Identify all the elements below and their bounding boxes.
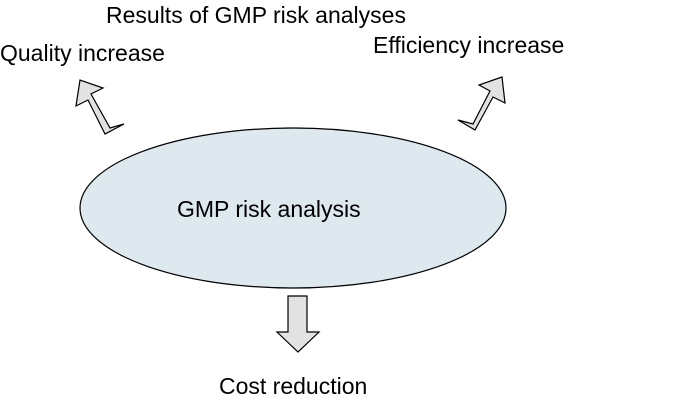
center-ellipse	[79, 127, 507, 289]
center-label: GMP risk analysis	[177, 196, 361, 222]
arrow-cost-icon	[275, 295, 321, 353]
arrow-quality-icon	[75, 79, 125, 135]
diagram-title: Results of GMP risk analyses	[106, 2, 406, 28]
quality-increase-label: Quality increase	[0, 40, 165, 66]
efficiency-increase-label: Efficiency increase	[373, 32, 565, 58]
cost-reduction-label: Cost reduction	[219, 373, 368, 399]
arrow-efficiency-icon	[457, 76, 506, 131]
